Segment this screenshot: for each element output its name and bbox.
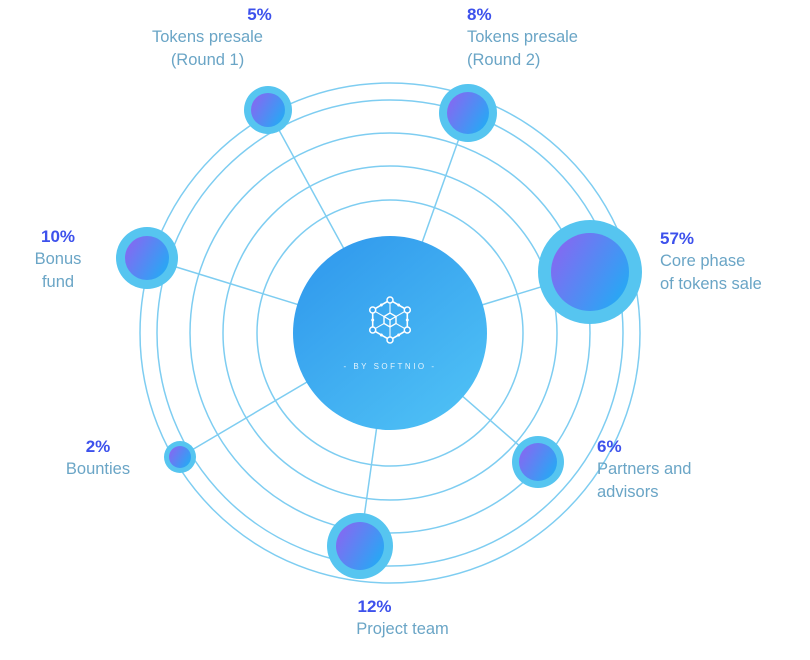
orbit-ring-2 xyxy=(222,165,558,501)
node-project-team xyxy=(327,513,393,579)
percent-value: 10% xyxy=(40,227,76,246)
node-core xyxy=(251,93,285,127)
label-presale-round2: 8% Tokens presale (Round 2) xyxy=(467,4,637,72)
label-line: Bonus xyxy=(34,250,82,268)
node-core-phase xyxy=(538,220,642,324)
orbit-ring-4 xyxy=(156,99,624,567)
node-core xyxy=(519,443,557,481)
label-core-phase: 57% Core phase of tokens sale xyxy=(660,228,800,296)
softnio-logo-icon xyxy=(368,296,412,344)
percent-value: 5% xyxy=(247,5,272,24)
node-presale-round2 xyxy=(439,84,497,142)
percent-value: 57% xyxy=(660,229,695,248)
label-presale-round1: 5% Tokens presale (Round 1) xyxy=(120,4,295,72)
label-line: (Round 2) xyxy=(467,51,541,69)
node-bonus-fund xyxy=(116,227,178,289)
label-partners: 6% Partners and advisors xyxy=(597,436,737,504)
percent-value: 2% xyxy=(85,437,111,456)
label-bonus-fund: 10% Bonus fund xyxy=(14,226,102,294)
label-line: advisors xyxy=(597,483,659,501)
node-core xyxy=(169,446,191,468)
label-line: Core phase xyxy=(660,252,746,270)
orbit-ring-1 xyxy=(256,199,524,467)
node-core xyxy=(447,92,489,134)
label-line: of tokens sale xyxy=(660,275,762,293)
label-line: fund xyxy=(41,273,75,291)
center-caption: - BY SOFTNIO - xyxy=(343,362,437,371)
label-line: Partners and xyxy=(597,460,692,478)
node-partners xyxy=(512,436,564,488)
nodes xyxy=(116,84,642,579)
node-core xyxy=(125,236,169,280)
node-core xyxy=(336,522,384,570)
orbit-ring-5 xyxy=(139,82,641,584)
orbit-rings xyxy=(139,82,641,584)
label-bounties: 2% Bounties xyxy=(48,436,148,481)
percent-value: 12% xyxy=(357,597,392,616)
label-line: (Round 1) xyxy=(170,51,245,69)
label-line: Tokens presale xyxy=(467,28,578,46)
percent-value: 6% xyxy=(597,437,622,456)
percent-value: 8% xyxy=(467,5,492,24)
label-line: Tokens presale xyxy=(152,28,263,46)
node-core xyxy=(551,233,629,311)
node-presale-round1 xyxy=(244,86,292,134)
label-line: Bounties xyxy=(65,460,131,478)
node-bounties xyxy=(164,441,196,473)
label-line: Project team xyxy=(356,620,449,638)
label-project-team: 12% Project team xyxy=(325,596,480,641)
